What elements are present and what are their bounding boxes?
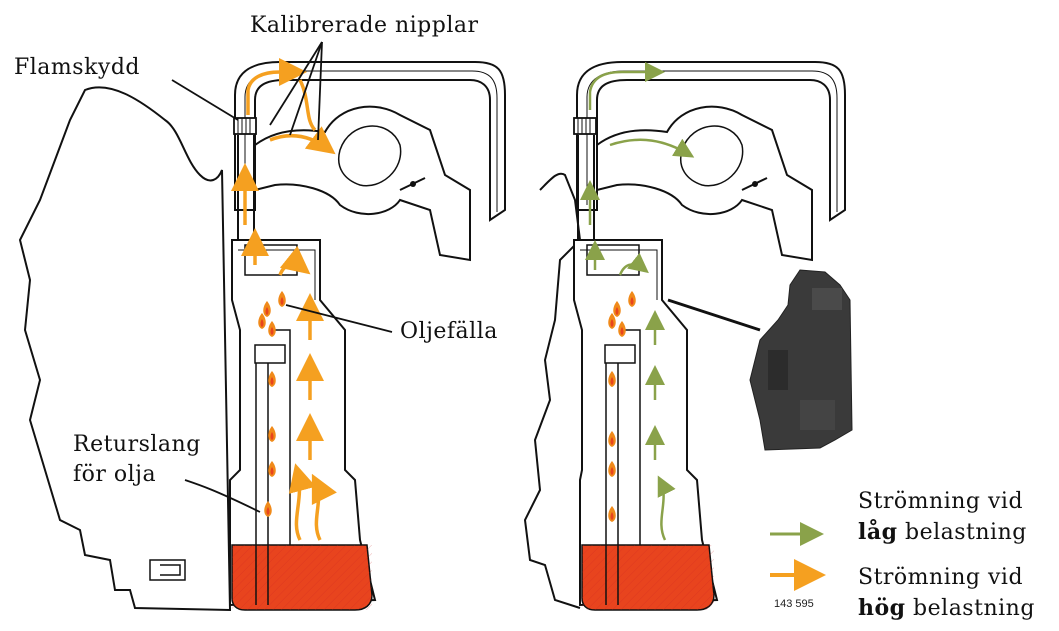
legend-high-rest: belastning	[906, 596, 1035, 621]
legend-arrows	[770, 534, 818, 575]
intake-housing-right	[597, 107, 812, 260]
legend-low-line2: låg belastning	[858, 520, 1027, 545]
legend-high-line1: Strömning vid	[858, 566, 1023, 590]
legend-low-bold: låg	[858, 519, 898, 545]
flame-trap-right	[574, 118, 596, 134]
label-return-hose-1: Returslang	[73, 433, 201, 457]
label-flame-guard: Flamskydd	[14, 56, 140, 80]
label-calibrated-nipples: Kalibrerade nipplar	[250, 14, 479, 38]
engine-right	[525, 62, 852, 610]
label-oil-trap: Oljefälla	[400, 320, 498, 344]
intake-housing-left	[255, 107, 470, 260]
legend-low-line1: Strömning vid	[858, 490, 1023, 514]
legend-high-bold: hög	[858, 595, 906, 621]
figure-number: 143 595	[774, 598, 814, 610]
oil-trap-part-photo	[750, 270, 852, 450]
engine-block-outline-right	[525, 174, 580, 608]
engine-block-outline-left	[20, 87, 230, 610]
legend-low-rest: belastning	[898, 520, 1027, 545]
label-return-hose-2: för olja	[73, 463, 156, 487]
legend-high-line2: hög belastning	[858, 596, 1035, 621]
